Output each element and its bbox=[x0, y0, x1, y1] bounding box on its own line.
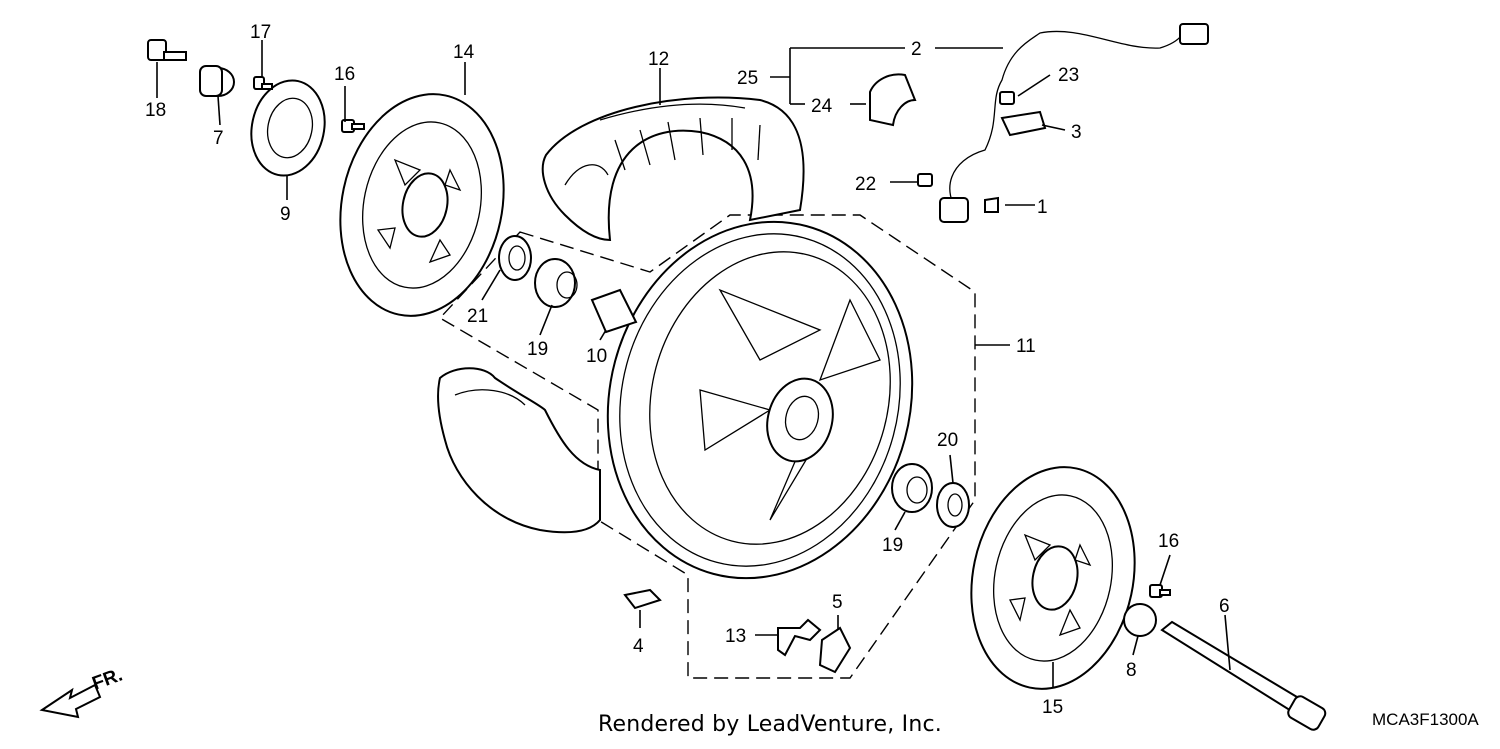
callout-17: 17 bbox=[250, 22, 271, 43]
callout-4: 4 bbox=[633, 636, 644, 657]
callout-20: 20 bbox=[937, 430, 958, 451]
callout-23: 23 bbox=[1058, 65, 1079, 86]
screw-17[interactable] bbox=[253, 76, 273, 90]
brake-disc-left[interactable] bbox=[320, 79, 523, 331]
diagram-code: MCA3F1300A bbox=[1372, 710, 1479, 729]
brake-disc-right[interactable] bbox=[951, 452, 1154, 704]
tire-lower-section bbox=[436, 367, 601, 534]
callout-1: 1 bbox=[1037, 197, 1048, 218]
callout-6: 6 bbox=[1219, 596, 1230, 617]
callout-8: 8 bbox=[1126, 660, 1137, 681]
pulser-ring[interactable] bbox=[243, 74, 333, 183]
callout-21: 21 bbox=[467, 306, 488, 327]
callout-9: 9 bbox=[280, 204, 291, 225]
bearing-19-right[interactable] bbox=[891, 463, 933, 513]
valve-13[interactable] bbox=[777, 618, 822, 657]
callout-14: 14 bbox=[453, 42, 475, 63]
bolt-16-left[interactable] bbox=[341, 119, 365, 133]
bolt-16-right[interactable] bbox=[1149, 584, 1171, 598]
bolt-18[interactable] bbox=[147, 39, 187, 61]
axle-6[interactable] bbox=[1160, 620, 1327, 732]
wheel-rim[interactable] bbox=[569, 187, 952, 612]
leader-lines bbox=[156, 40, 1231, 688]
fr-label: FR. bbox=[90, 664, 126, 694]
assembly-outline bbox=[438, 214, 976, 679]
callout-18: 18 bbox=[145, 100, 166, 121]
callout-15: 15 bbox=[1042, 697, 1063, 718]
callout-16-left: 16 bbox=[334, 64, 355, 85]
callout-22: 22 bbox=[855, 174, 876, 195]
callout-2: 2 bbox=[911, 39, 922, 60]
callout-numbers: 1 2 3 4 5 6 7 8 9 10 11 12 13 14 15 16 1… bbox=[145, 22, 1230, 718]
callout-25: 25 bbox=[737, 68, 758, 89]
callout-3: 3 bbox=[1071, 122, 1082, 143]
callout-12: 12 bbox=[648, 49, 669, 70]
seal-20[interactable] bbox=[936, 482, 970, 528]
callout-5: 5 bbox=[832, 592, 843, 613]
nut-5[interactable] bbox=[818, 626, 852, 674]
spacer-10[interactable] bbox=[590, 288, 638, 334]
bearing-21[interactable] bbox=[498, 235, 532, 281]
bearing-19-left[interactable] bbox=[534, 258, 578, 308]
callout-7: 7 bbox=[213, 128, 224, 149]
collar-8[interactable] bbox=[1123, 603, 1157, 637]
callout-16-right: 16 bbox=[1158, 531, 1179, 552]
callout-24: 24 bbox=[811, 96, 833, 117]
front-direction-arrow: FR. bbox=[39, 664, 126, 719]
weight-4[interactable] bbox=[623, 588, 662, 610]
callout-19-left: 19 bbox=[527, 339, 548, 360]
credit-text: Rendered by LeadVenture, Inc. bbox=[598, 712, 942, 737]
callout-11: 11 bbox=[1016, 336, 1036, 357]
collar-7[interactable] bbox=[199, 65, 235, 97]
callout-19-right: 19 bbox=[882, 535, 903, 556]
tire[interactable] bbox=[541, 96, 805, 242]
callout-10: 10 bbox=[586, 346, 607, 367]
wheel-speed-sensor[interactable] bbox=[869, 23, 1209, 223]
callout-13: 13 bbox=[725, 626, 746, 647]
